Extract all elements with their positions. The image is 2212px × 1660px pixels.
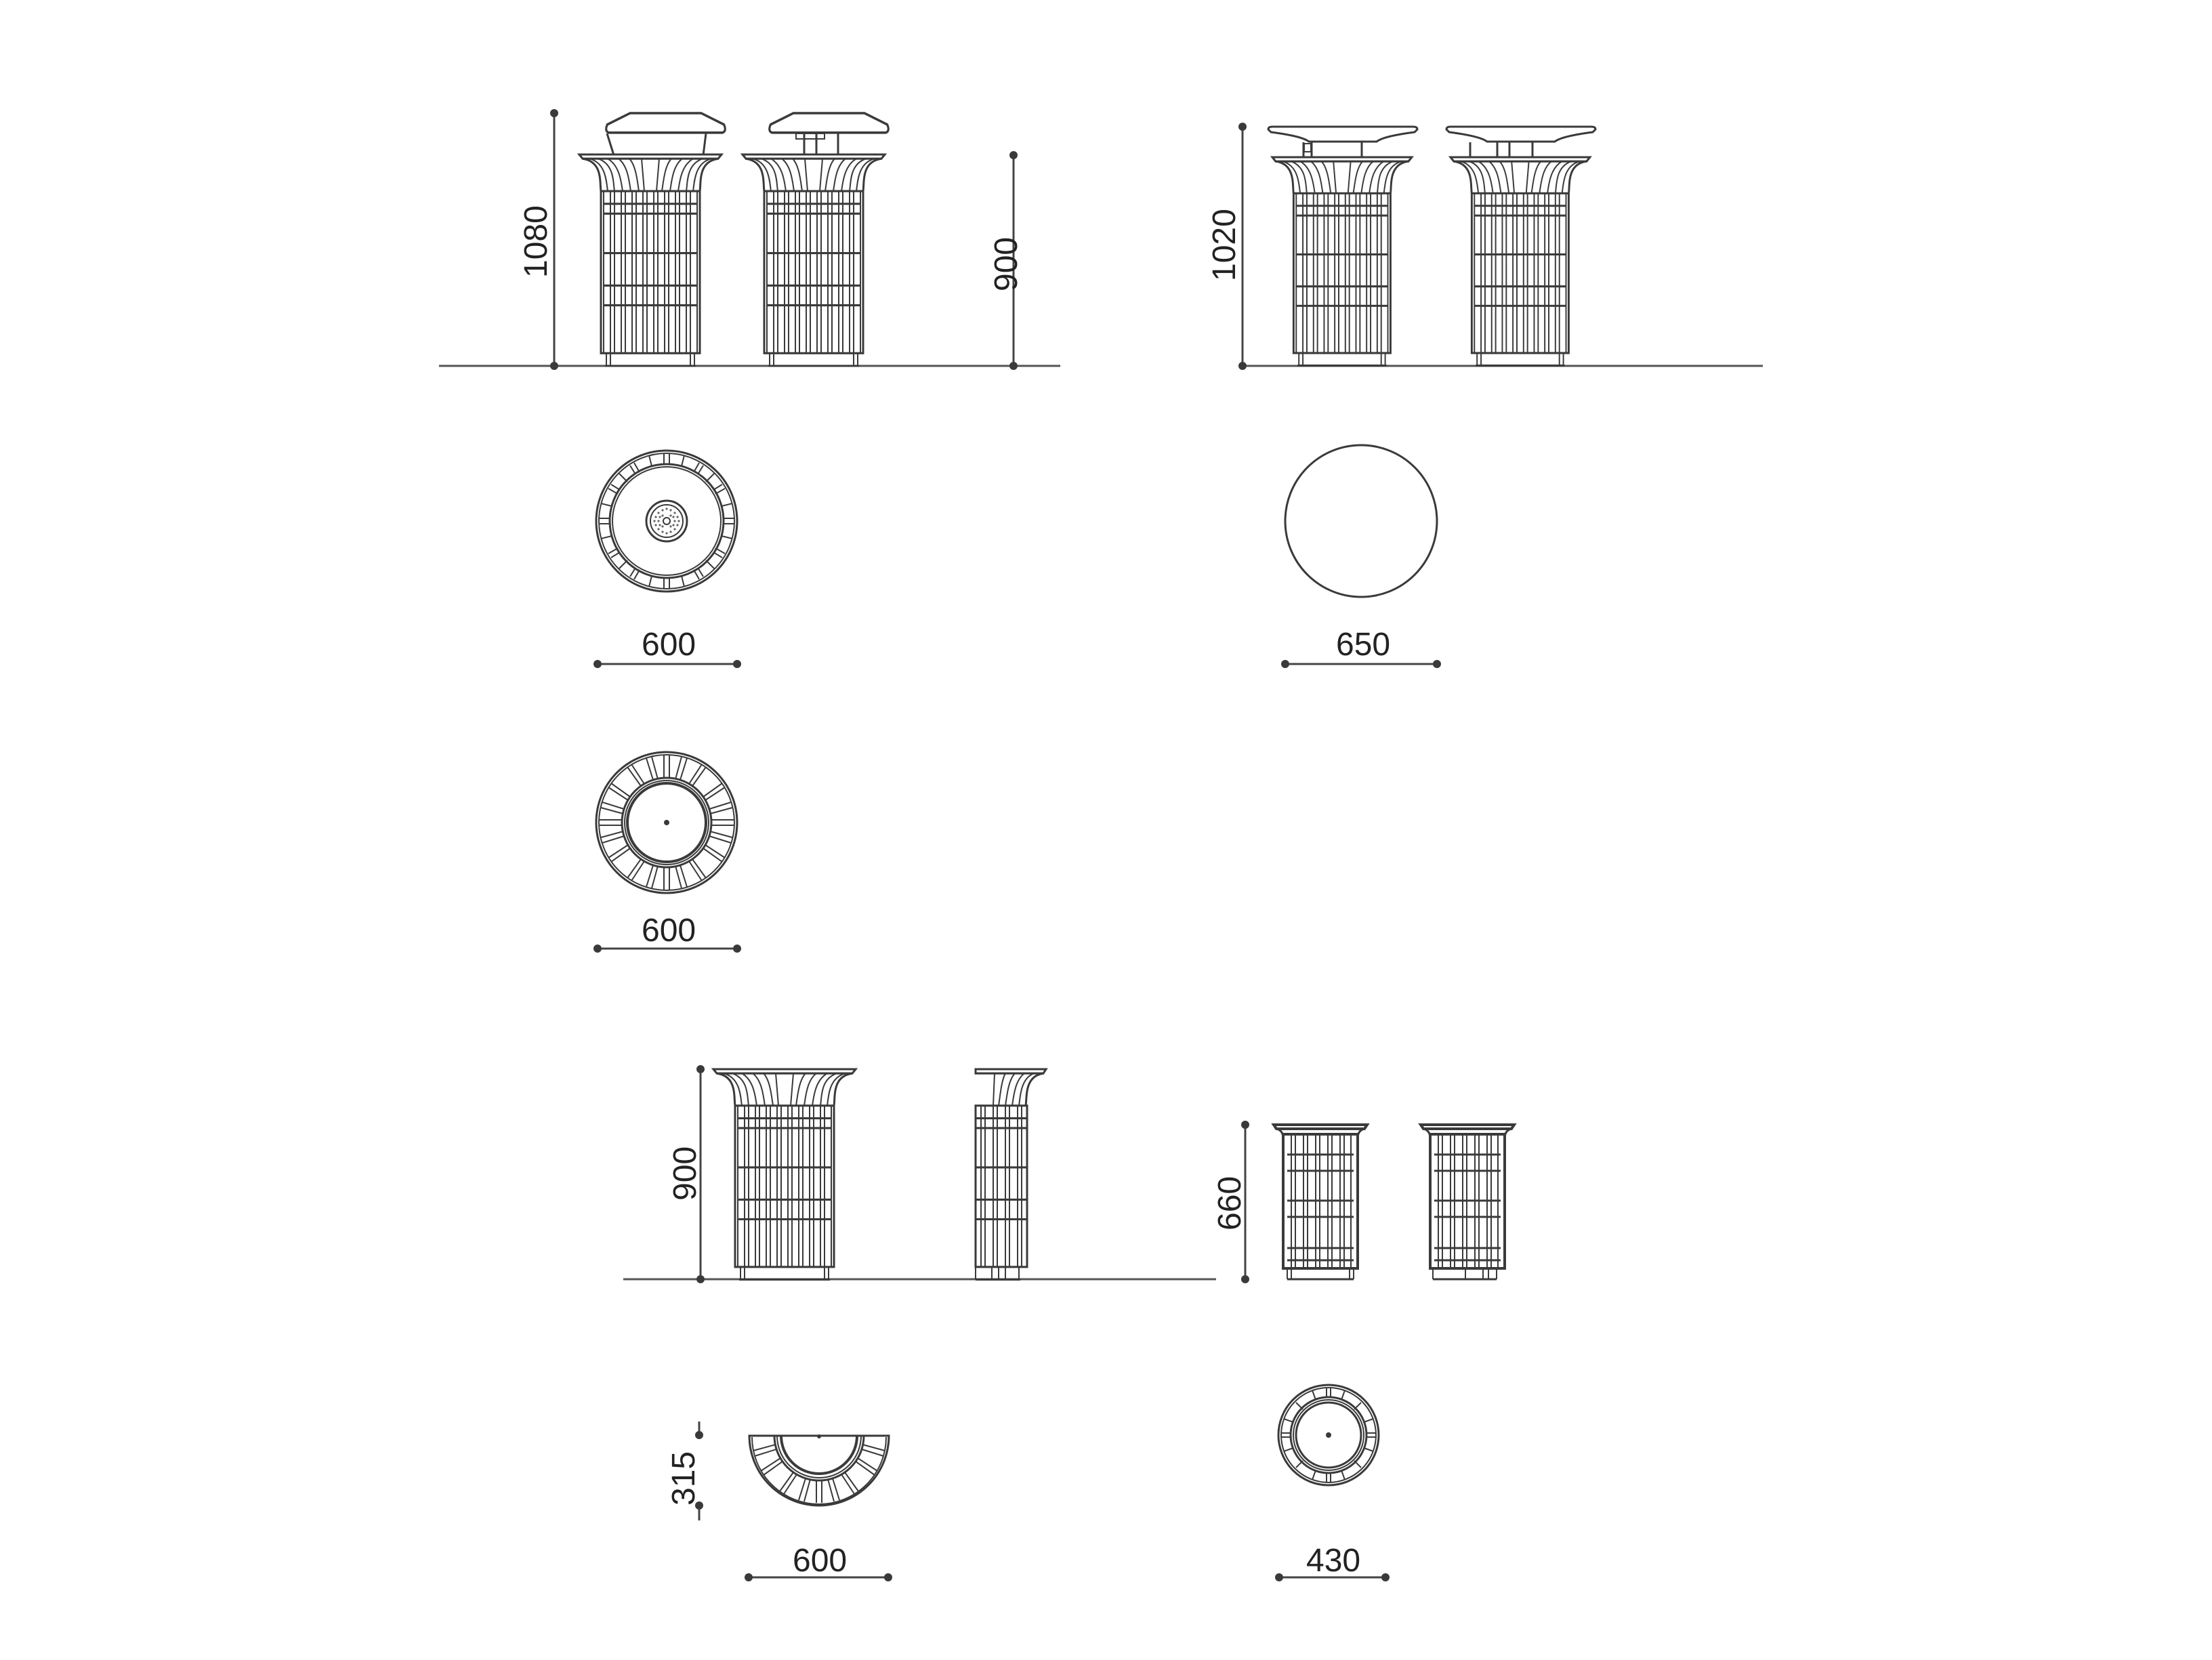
dimension-label-half-round-height: 900: [667, 1146, 703, 1201]
bin-elevation-side: [974, 1068, 1048, 1281]
bin-elevation-front: [578, 112, 727, 367]
dimension-label-overall-height-flat: 1020: [1207, 209, 1243, 281]
section-bottom-right: [1241, 1121, 1517, 1581]
bin-elevation-front: [1267, 125, 1419, 367]
dimension-label-small-diameter: 430: [1306, 1543, 1361, 1579]
section-top-right: [1238, 123, 1763, 668]
plan-view-small-round: [1277, 1384, 1380, 1487]
section-top-left: [439, 109, 1060, 953]
plan-view-lid: [595, 449, 738, 593]
bin-elevation-side: [1418, 1123, 1517, 1281]
plan-view-body: [595, 751, 738, 894]
dimension-label-body-height: 900: [988, 236, 1024, 291]
dimension-label-small-height: 660: [1212, 1176, 1248, 1230]
dimension-label-half-round-depth: 315: [666, 1451, 702, 1506]
bin-elevation-front: [1271, 1123, 1370, 1281]
dimension-label-overall-height: 1080: [518, 205, 554, 278]
dimension-label-lid-diameter: 600: [642, 627, 696, 663]
plan-view-lid: [1284, 444, 1438, 598]
bin-elevation-front: [712, 1068, 857, 1281]
dimension-label-lid-diameter-flat: 650: [1336, 627, 1391, 663]
section-bottom-left: [623, 1065, 1216, 1581]
bin-elevation-side: [1445, 125, 1597, 367]
dimension-label-half-round-width: 600: [793, 1543, 848, 1579]
dimension-label-body-diameter: 600: [642, 913, 696, 949]
bin-elevation-side: [741, 112, 890, 367]
plan-view-half-round: [748, 1434, 890, 1507]
